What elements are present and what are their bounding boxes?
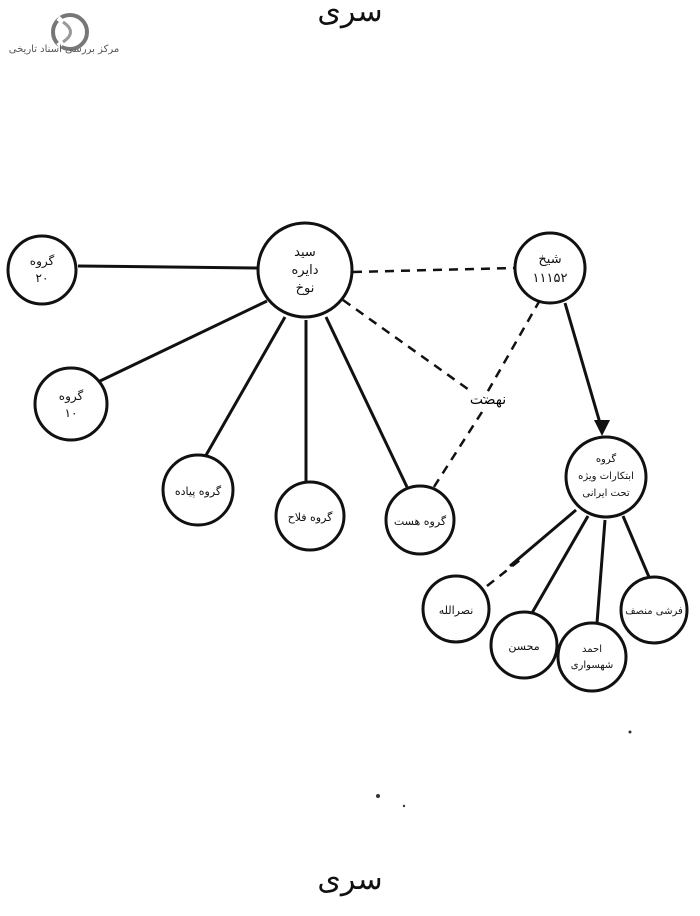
node-left-mid: گروه ۱۰ [33, 366, 109, 442]
node-bottom-1: گروه پیاده [161, 453, 235, 527]
node-sub-1-line-1: نصرالله [439, 604, 474, 617]
node-hub: سید دایره نوخ [256, 221, 354, 319]
edge-right-top-right-mid [563, 302, 604, 431]
node-right-top-line-1: شیخ [538, 252, 561, 267]
node-left-mid-line-1: گروه [59, 389, 84, 404]
bottom-classification-mark: سری [317, 862, 383, 897]
node-sub-2: محسن [489, 610, 559, 680]
node-sub-4-line-1: فرشی منصف [625, 606, 683, 617]
node-sub-1: نصرالله [421, 574, 491, 644]
node-bottom-3-line-1: گروه هست [394, 515, 447, 528]
node-hub-line-1: سید [294, 245, 316, 260]
edge-hub-bottom-1 [203, 316, 287, 458]
node-hub-line-3: نوخ [296, 281, 315, 296]
node-sub-3-line-2: شهسواری [571, 660, 614, 671]
node-left-top: گروه ۲۰ [6, 234, 78, 306]
archive-logo-icon [51, 13, 89, 51]
edge-hub-left-top [77, 264, 259, 270]
node-sub-3: احمد شهسواری [556, 621, 628, 693]
node-bottom-2-line-1: گروه فلاح [288, 511, 334, 524]
node-sub-2-line-1: محسن [508, 640, 539, 653]
edge-right-mid-sub-2 [530, 515, 590, 614]
node-bottom-3: گروه هست [384, 484, 456, 556]
edge-midpoint-bottom-3 [430, 411, 484, 491]
node-bottom-2: گروه فلاح [274, 480, 346, 552]
edge-hub-left-mid [99, 299, 268, 383]
node-left-top-line-2: ۲۰ [36, 271, 49, 285]
node-hub-line-2: دایره [291, 263, 318, 278]
node-right-mid-line-3: تحت ایرانی [582, 488, 629, 499]
node-right-top-line-2: ۱۱۱۵۲ [533, 271, 568, 286]
edge-sub-1-right-mid [486, 559, 521, 587]
scan-speck [376, 794, 380, 798]
edge-right-mid-sub-1 [509, 508, 577, 568]
top-classification-mark: سری [317, 0, 383, 29]
node-right-mid-line-2: ابتکارات ویژه [578, 471, 634, 482]
scan-speck [628, 730, 632, 734]
node-left-mid-line-2: ۱۰ [65, 406, 78, 420]
node-right-mid-line-1: گروه [596, 453, 617, 465]
edge-right-mid-sub-4 [621, 515, 651, 578]
edge-hub-right-top [352, 266, 515, 274]
midpoint-label: نهضت [470, 392, 506, 408]
node-sub-4: فرشی منصف [619, 575, 689, 645]
arrowhead-icon [594, 420, 610, 436]
edge-hub-bottom-3 [324, 316, 409, 488]
archive-logo [8, 8, 128, 68]
archive-logo-text: مرکز بررسی اسناد تاریخی [8, 44, 120, 55]
node-sub-3-line-1: احمد [582, 644, 602, 655]
edge-right-mid-sub-3 [595, 519, 607, 624]
edge-right-top-midpoint [482, 299, 542, 399]
node-left-top-line-1: گروه [30, 254, 55, 269]
node-right-mid: گروه ابتکارات ویژه تحت ایرانی [564, 435, 648, 519]
node-bottom-1-line-1: گروه پیاده [175, 485, 222, 498]
scan-speck [402, 804, 406, 808]
node-right-top: شیخ ۱۱۱۵۲ [513, 231, 587, 305]
edge-hub-midpoint [342, 298, 473, 394]
